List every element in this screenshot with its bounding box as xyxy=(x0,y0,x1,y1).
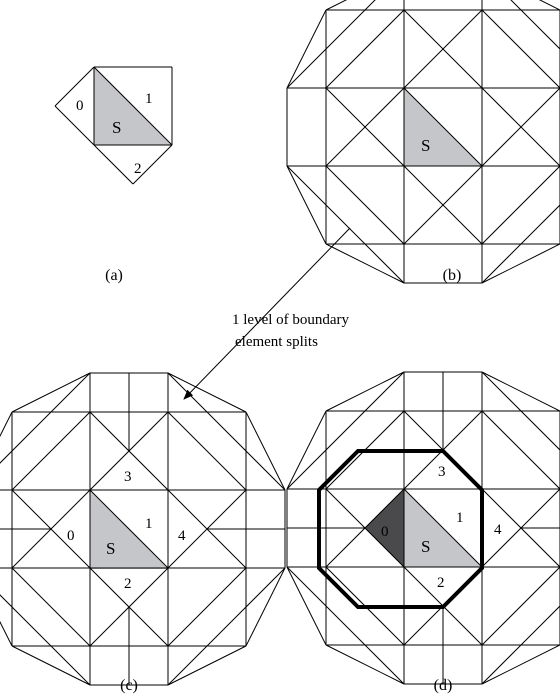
mesh-edge xyxy=(538,0,560,11)
label-2-a: 2 xyxy=(134,161,142,177)
label-0-a: 0 xyxy=(76,98,84,114)
label-0-d: 0 xyxy=(381,524,389,540)
mesh-edge xyxy=(325,644,405,685)
mesh-edge xyxy=(11,645,91,686)
annotation-line-2: element splits xyxy=(235,334,318,350)
label-s-c: S xyxy=(106,539,115,558)
label-2-d: 2 xyxy=(437,575,445,591)
mesh-edge xyxy=(245,411,286,491)
label-1-d: 1 xyxy=(456,510,464,526)
mesh-edge xyxy=(167,372,286,491)
label-2-c: 2 xyxy=(124,576,132,592)
mesh-edge xyxy=(481,243,560,284)
label-4-d: 4 xyxy=(494,522,502,538)
mesh-edge xyxy=(286,371,405,490)
mesh-edge xyxy=(286,165,327,245)
mesh-edge xyxy=(89,489,169,569)
label-s-a: S xyxy=(112,118,121,137)
mesh-edge xyxy=(167,645,247,686)
mesh-edge xyxy=(286,9,327,89)
element-0-dark xyxy=(365,489,404,567)
label-s-b: S xyxy=(421,136,430,155)
mesh-edge xyxy=(481,644,560,685)
panel-d-patch-boundary: S 0 1 2 3 4 xyxy=(286,371,560,685)
label-4-c: 4 xyxy=(178,528,186,544)
mesh-edge xyxy=(481,9,560,89)
label-3-c: 3 xyxy=(124,469,132,485)
mesh-edge xyxy=(325,0,348,11)
mesh-edge xyxy=(481,410,560,490)
mesh-edge xyxy=(481,605,560,685)
label-s-d: S xyxy=(421,537,430,556)
mesh-edge xyxy=(403,87,483,167)
mesh-edge xyxy=(245,567,286,647)
panel-b-octagon-mesh: S xyxy=(286,0,560,284)
mesh-edge xyxy=(0,620,13,647)
mesh-edge xyxy=(481,204,560,284)
mesh-edge xyxy=(403,165,483,245)
mesh-edge xyxy=(325,87,405,167)
label-1-c: 1 xyxy=(145,516,153,532)
mesh-edge xyxy=(286,566,405,685)
mesh-edge xyxy=(403,9,483,89)
mesh-edge xyxy=(403,488,483,568)
mesh-edge xyxy=(481,87,560,167)
mesh-edge xyxy=(167,567,286,686)
mesh-edge xyxy=(481,165,560,245)
panel-a-element-neighborhood: S 0 1 2 xyxy=(54,66,173,185)
mesh-edge xyxy=(286,165,405,284)
mesh-edge xyxy=(481,566,560,646)
mesh-edge xyxy=(11,411,91,491)
mesh-edge xyxy=(167,411,247,491)
caption-c: (c) xyxy=(120,677,138,694)
mesh-edge xyxy=(0,594,91,686)
mesh-edge xyxy=(167,372,247,413)
mesh-edge xyxy=(481,371,560,412)
label-3-d: 3 xyxy=(438,464,446,480)
caption-a: (a) xyxy=(105,267,123,284)
mesh-edge xyxy=(325,371,405,412)
mesh-edge xyxy=(325,165,405,245)
mesh-edge xyxy=(481,371,560,451)
mesh-edge xyxy=(286,0,376,89)
mesh-edge xyxy=(0,411,13,438)
mesh-edge xyxy=(11,567,91,647)
panel-c-refined-mesh: S 0 1 2 3 4 xyxy=(0,372,286,686)
label-0-c: 0 xyxy=(67,528,75,544)
mesh-edge xyxy=(167,567,247,647)
caption-d: (d) xyxy=(434,677,453,694)
refinement-arrow xyxy=(183,227,351,400)
mesh-edge xyxy=(510,0,560,50)
label-1-a: 1 xyxy=(145,91,153,107)
mesh-edge xyxy=(11,372,91,413)
patch-boundary-octagon xyxy=(317,449,484,609)
mesh-edge xyxy=(286,410,327,490)
mesh-edge xyxy=(286,566,327,646)
mesh-edge xyxy=(325,9,405,89)
annotation-line-1: 1 level of boundary xyxy=(232,312,350,328)
caption-b: (b) xyxy=(443,267,462,284)
mesh-edge xyxy=(0,372,91,464)
mesh-edge xyxy=(325,243,405,284)
